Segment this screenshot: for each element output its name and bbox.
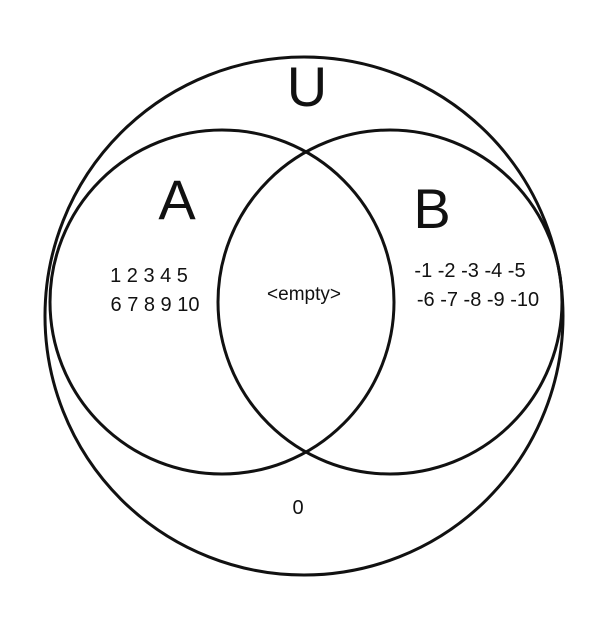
- set-b-circle: [216, 128, 564, 476]
- set-b-elements-line-2: -6 -7 -8 -9 -10: [417, 289, 539, 311]
- set-a-label: A: [158, 168, 196, 231]
- set-a-circle: [48, 128, 396, 476]
- set-a-elements-line-2: 6 7 8 9 10: [111, 294, 200, 316]
- universe-circle: [43, 55, 565, 577]
- set-b-elements-line-1: -1 -2 -3 -4 -5: [414, 260, 525, 282]
- set-b-label: B: [413, 177, 450, 240]
- universe-outside-elements: 0: [292, 497, 303, 519]
- set-a-elements-line-1: 1 2 3 4 5: [110, 265, 188, 287]
- intersection-label: <empty>: [267, 284, 341, 305]
- universe-label: U: [287, 55, 327, 118]
